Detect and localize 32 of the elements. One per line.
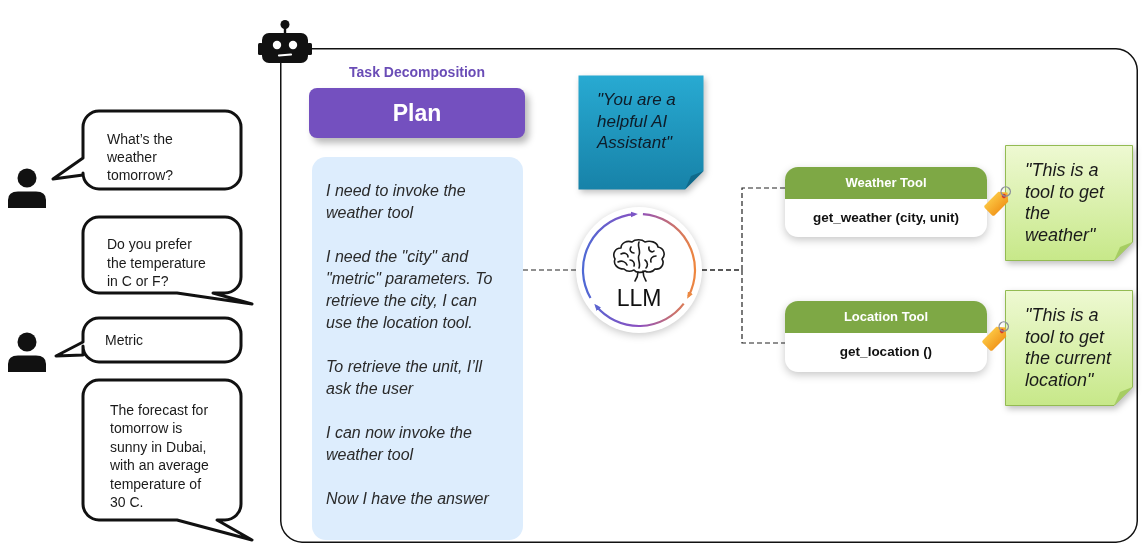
note-text: "You are a helpful AI Assistant" bbox=[597, 89, 677, 154]
note-text: "This is a tool to get the current location" bbox=[1025, 305, 1113, 391]
dashed-connector bbox=[522, 269, 577, 271]
speech-bubble bbox=[53, 316, 243, 364]
sticky-note bbox=[1005, 290, 1133, 406]
speech-bubble bbox=[81, 378, 255, 543]
plan-step: To retrieve the unit, I’ll ask the user bbox=[326, 356, 501, 400]
plan-step: I need the "city" and "metric" parameters. To retrieve the city, I can use the location tool. bbox=[326, 246, 501, 334]
speech-bubble bbox=[81, 215, 255, 307]
plan-header: Plan bbox=[309, 88, 525, 138]
message-text: Metric bbox=[105, 331, 145, 349]
sticky-note bbox=[1005, 145, 1133, 261]
function-signature: get_weather (city, unit) bbox=[813, 209, 959, 227]
sticky-note bbox=[578, 75, 704, 190]
section-heading: Task Decomposition bbox=[349, 63, 485, 82]
tool-card bbox=[785, 167, 987, 237]
plan-step: I can now invoke the weather tool bbox=[326, 422, 501, 466]
plan-step: I need to invoke the weather tool bbox=[326, 180, 501, 224]
node-label: LLM bbox=[616, 285, 662, 311]
plan-steps-panel bbox=[312, 157, 523, 540]
function-signature: get_location () bbox=[839, 343, 933, 361]
message-text: Do you prefer the temperature in C or F? bbox=[107, 235, 207, 291]
note-text: "This is a tool to get the weather" bbox=[1025, 160, 1106, 246]
tool-card-header: Location Tool bbox=[785, 301, 987, 333]
dashed-connector bbox=[701, 269, 786, 344]
message-text: The forecast for tomorrow is sunny in Dubai, with an average temperature of 30 C. bbox=[110, 401, 210, 512]
tool-card-header: Weather Tool bbox=[785, 167, 987, 199]
message-text: What’s the weather tomorrow? bbox=[107, 130, 175, 184]
container-frame bbox=[280, 48, 1138, 543]
tool-card bbox=[785, 301, 987, 372]
plan-step: Now I have the answer bbox=[326, 488, 501, 510]
speech-bubble bbox=[50, 109, 244, 192]
